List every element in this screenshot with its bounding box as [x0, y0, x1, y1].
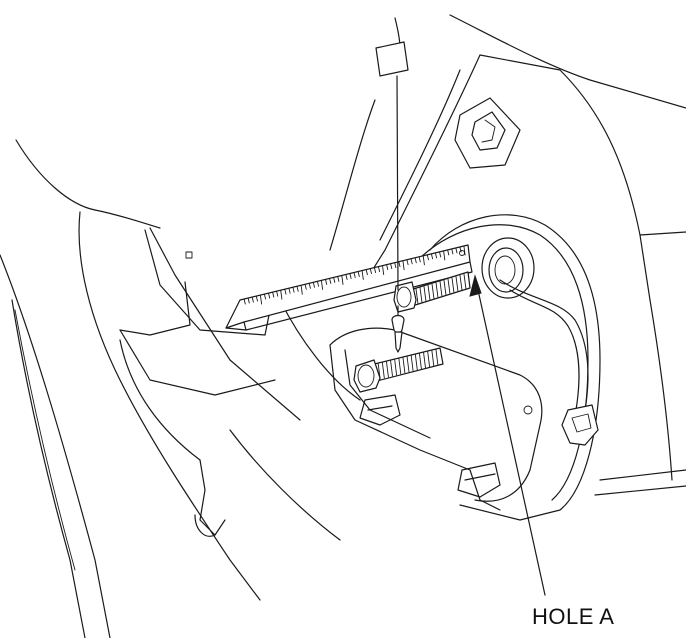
guide-bolt [393, 271, 471, 313]
clip-slots [359, 394, 533, 498]
door-frame [329, 14, 686, 496]
wire-harness [499, 279, 599, 446]
recess-plate [329, 214, 601, 521]
hole-a-leader [469, 274, 546, 596]
grommet [481, 237, 535, 299]
square-boss [454, 97, 521, 169]
hole-a-label: HOLE A [532, 604, 615, 629]
plumb-line [375, 17, 409, 353]
inner-panel [119, 229, 361, 541]
body-panel-outline [0, 139, 301, 638]
measuring-ruler [225, 244, 473, 331]
loose-bolt [353, 347, 444, 393]
